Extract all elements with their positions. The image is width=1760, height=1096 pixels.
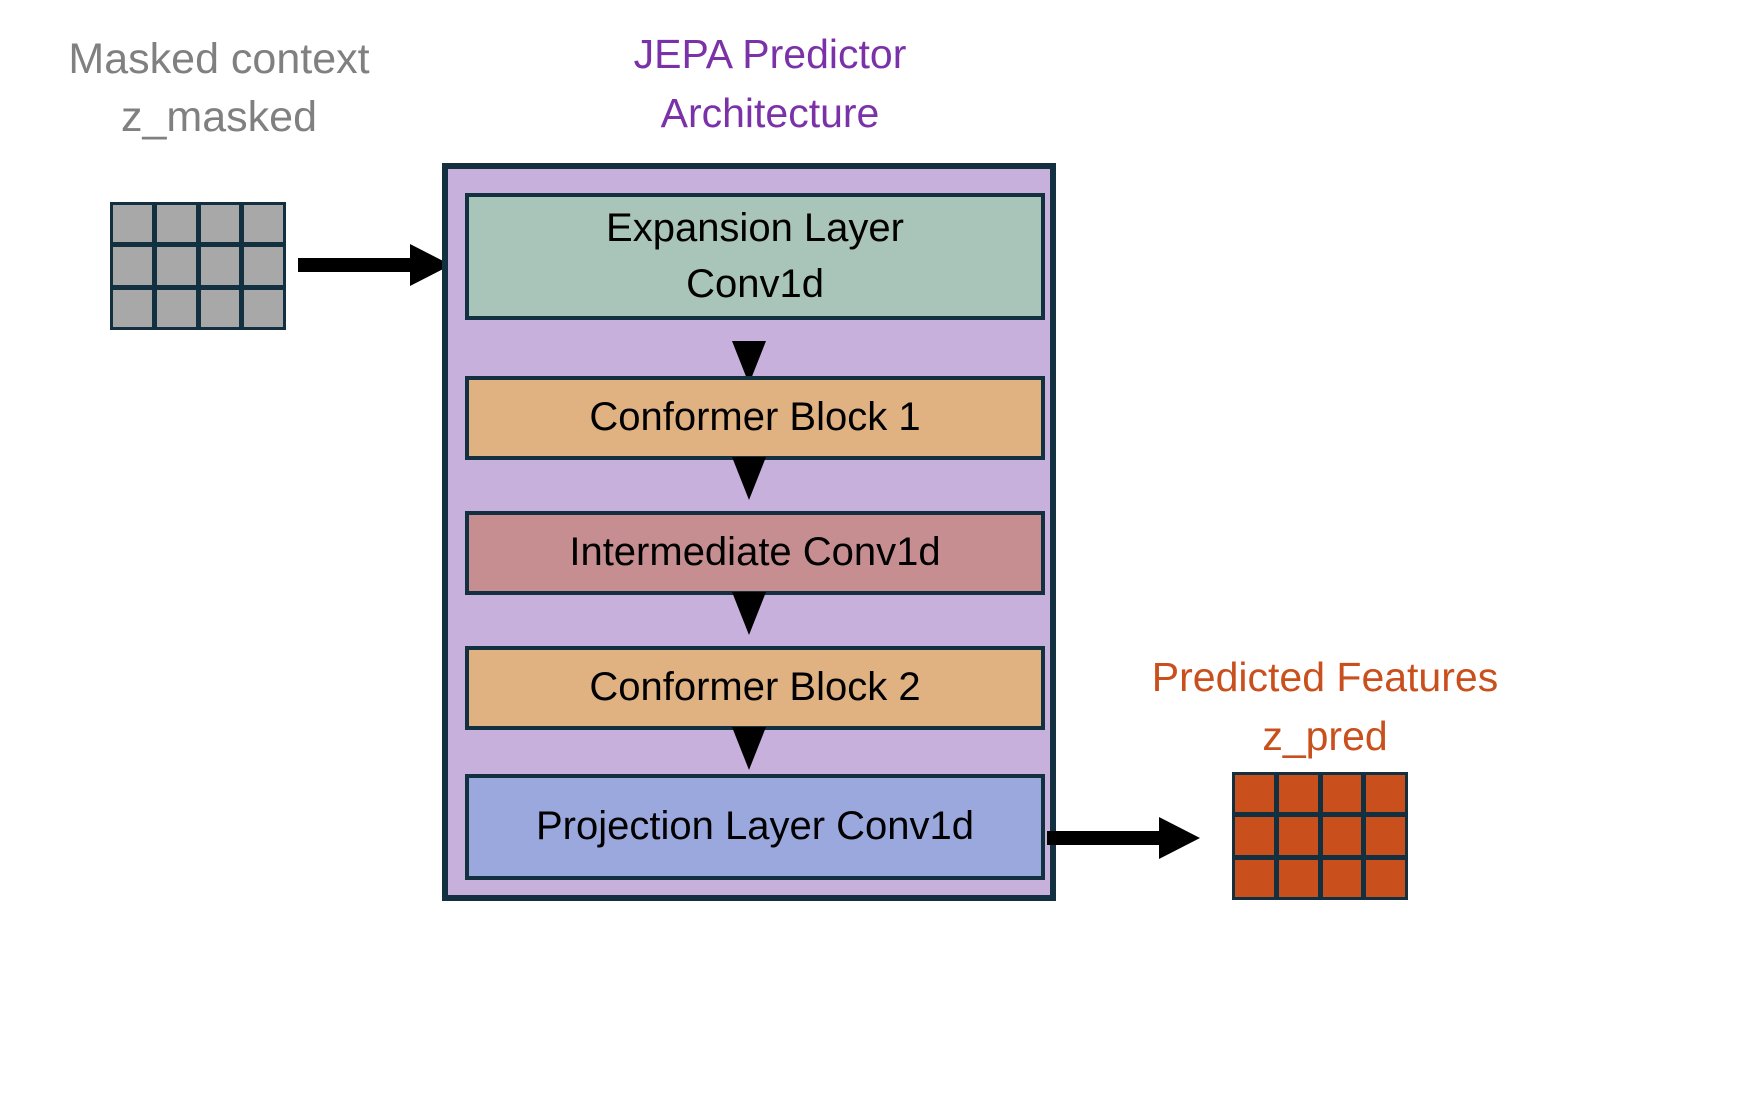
output-flow-arrow-icon [1047,817,1202,859]
predicted-token-cell [1322,859,1362,897]
flow-arrow-down-icon [732,457,766,500]
arrow-head [1159,817,1200,859]
arrow-shaft [1047,831,1165,845]
predicted-token-cell [1366,859,1405,897]
masked-token-cell [244,205,283,243]
predicted-token-cell [1278,817,1318,855]
flow-arrow-down-icon [732,727,766,770]
layer-block-projection[interactable]: Projection Layer Conv1d [465,774,1045,880]
masked-token-grid [110,202,286,330]
predicted-token-cell [1235,859,1274,897]
predicted-token-cell [1322,775,1362,813]
predicted-token-cell [1322,817,1362,855]
predicted-token-grid [1232,772,1408,900]
layer-block-expansion[interactable]: Expansion Layer Conv1d [465,193,1045,320]
predicted-token-cell [1278,859,1318,897]
diagram-title: JEPA Predictor Architecture [633,31,907,137]
masked-token-cell [200,289,240,327]
predicted-features-label: Predicted Features z_pred [1151,654,1499,760]
predicted-token-cell [1366,775,1405,813]
masked-token-cell [113,247,152,285]
arrow-shaft [298,258,416,272]
predicted-token-cell [1235,775,1274,813]
layer-block-conformer1[interactable]: Conformer Block 1 [465,376,1045,460]
flow-arrow-down-icon [732,592,766,635]
masked-token-cell [244,289,283,327]
predicted-token-cell [1278,775,1318,813]
predicted-token-cell [1366,817,1405,855]
input-flow-arrow-icon [298,244,453,286]
layer-block-conformer2[interactable]: Conformer Block 2 [465,646,1045,730]
masked-token-cell [156,289,196,327]
masked-token-cell [113,289,152,327]
layer-block-intermediate[interactable]: Intermediate Conv1d [465,511,1045,595]
masked-token-cell [113,205,152,243]
masked-token-cell [200,205,240,243]
masked-context-label: Masked context z_masked [68,35,370,142]
predicted-token-cell [1235,817,1274,855]
jepa-predictor-container: Expansion Layer Conv1d Conformer Block 1… [442,163,1056,901]
masked-token-cell [200,247,240,285]
masked-token-cell [156,247,196,285]
masked-token-cell [156,205,196,243]
masked-token-cell [244,247,283,285]
